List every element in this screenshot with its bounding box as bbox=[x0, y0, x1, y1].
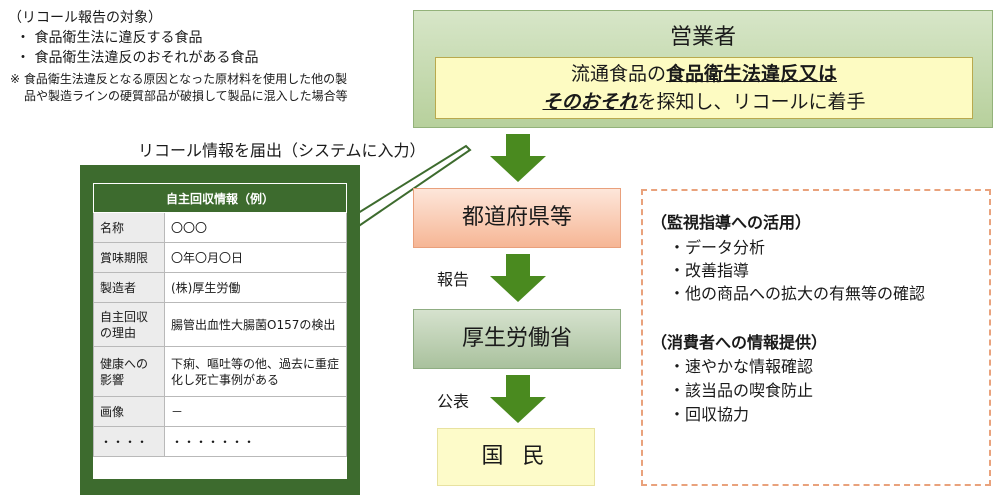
table-row: 賞味期限 〇年〇月〇日 bbox=[93, 242, 347, 273]
operator-description: 流通食品の食品衛生法違反又は そのおそれを探知し、リコールに着手 bbox=[435, 57, 973, 119]
operator-text: 流通食品の bbox=[570, 63, 666, 85]
usage-item: ・速やかな情報確認 bbox=[669, 357, 814, 376]
ministry-box: 厚生労働省 bbox=[413, 309, 621, 369]
operator-text-emphasis: 食品衛生法違反又は bbox=[666, 63, 838, 85]
down-arrow-icon bbox=[490, 375, 546, 423]
table-row: ・・・・ ・・・・・・・ bbox=[93, 426, 347, 457]
report-submission-label: リコール情報を届出（システムに入力） bbox=[138, 141, 426, 160]
report-label: 報告 bbox=[437, 270, 470, 289]
table-key: 製造者 bbox=[93, 272, 165, 303]
citizens-box: 国 民 bbox=[437, 428, 595, 486]
usage-item: ・データ分析 bbox=[669, 238, 766, 257]
table-value: 〇年〇月〇日 bbox=[164, 242, 347, 273]
notes-remark-line2: 品や製造ラインの硬質部品が破損して製品に混入した場合等 bbox=[24, 89, 348, 103]
operator-text: を探知し、リコールに着手 bbox=[637, 91, 866, 113]
recall-info-table: 自主回収情報（例） 名称 〇〇〇 賞味期限 〇年〇月〇日 製造者 (株)厚生労働… bbox=[93, 183, 347, 457]
table-row: 画像 － bbox=[93, 396, 347, 427]
usage-section-title: （消費者への情報提供） bbox=[651, 333, 828, 352]
usage-item: ・回収協力 bbox=[669, 405, 750, 424]
table-key: 健康への影響 bbox=[93, 346, 165, 397]
usage-box: （監視指導への活用） ・データ分析 ・改善指導 ・他の商品への拡大の有無等の確認… bbox=[641, 189, 991, 486]
table-row: 健康への影響 下痢、嘔吐等の他、過去に重症化し死亡事例がある bbox=[93, 346, 347, 397]
table-key: 名称 bbox=[93, 212, 165, 243]
usage-item: ・該当品の喫食防止 bbox=[669, 381, 814, 400]
notes-remark: ※ 食品衛生法違反となる原因となった原材料を使用した他の製 品や製造ラインの硬質… bbox=[8, 71, 418, 105]
recall-target-notes: （リコール報告の対象） ・ 食品衛生法に違反する食品 ・ 食品衛生法違反のおそれ… bbox=[8, 8, 418, 105]
usage-item: ・改善指導 bbox=[669, 261, 750, 280]
down-arrow-icon bbox=[490, 254, 546, 302]
table-row: 名称 〇〇〇 bbox=[93, 212, 347, 243]
notes-remark-line1: ※ 食品衛生法違反となる原因となった原材料を使用した他の製 bbox=[10, 72, 348, 86]
usage-section-title: （監視指導への活用） bbox=[651, 213, 812, 232]
operator-box: 営業者 流通食品の食品衛生法違反又は そのおそれを探知し、リコールに着手 bbox=[413, 10, 993, 128]
table-row: 製造者 (株)厚生労働 bbox=[93, 272, 347, 303]
notes-title: （リコール報告の対象） bbox=[8, 10, 162, 26]
notes-bullet: ・ 食品衛生法違反のおそれがある食品 bbox=[16, 50, 259, 66]
table-value: 腸管出血性大腸菌O157の検出 bbox=[164, 302, 347, 347]
operator-text-emphasis: そのおそれ bbox=[542, 91, 638, 113]
publish-label: 公表 bbox=[437, 392, 470, 411]
usage-item: ・他の商品への拡大の有無等の確認 bbox=[669, 284, 926, 303]
prefecture-box: 都道府県等 bbox=[413, 188, 621, 248]
table-value: － bbox=[164, 396, 347, 427]
table-value: ・・・・・・・ bbox=[164, 426, 347, 457]
down-arrow-icon bbox=[490, 134, 546, 182]
table-key: ・・・・ bbox=[93, 426, 165, 457]
recall-info-card: 自主回収情報（例） 名称 〇〇〇 賞味期限 〇年〇月〇日 製造者 (株)厚生労働… bbox=[80, 165, 360, 495]
table-value: 下痢、嘔吐等の他、過去に重症化し死亡事例がある bbox=[164, 346, 347, 397]
table-row: 自主回収の理由 腸管出血性大腸菌O157の検出 bbox=[93, 302, 347, 347]
table-key: 自主回収の理由 bbox=[93, 302, 165, 347]
recall-info-title: 自主回収情報（例） bbox=[93, 183, 347, 213]
table-key: 賞味期限 bbox=[93, 242, 165, 273]
table-value: (株)厚生労働 bbox=[164, 272, 347, 303]
table-key: 画像 bbox=[93, 396, 165, 427]
table-value: 〇〇〇 bbox=[164, 212, 347, 243]
operator-title: 営業者 bbox=[669, 25, 736, 50]
notes-bullet: ・ 食品衛生法に違反する食品 bbox=[16, 30, 203, 46]
